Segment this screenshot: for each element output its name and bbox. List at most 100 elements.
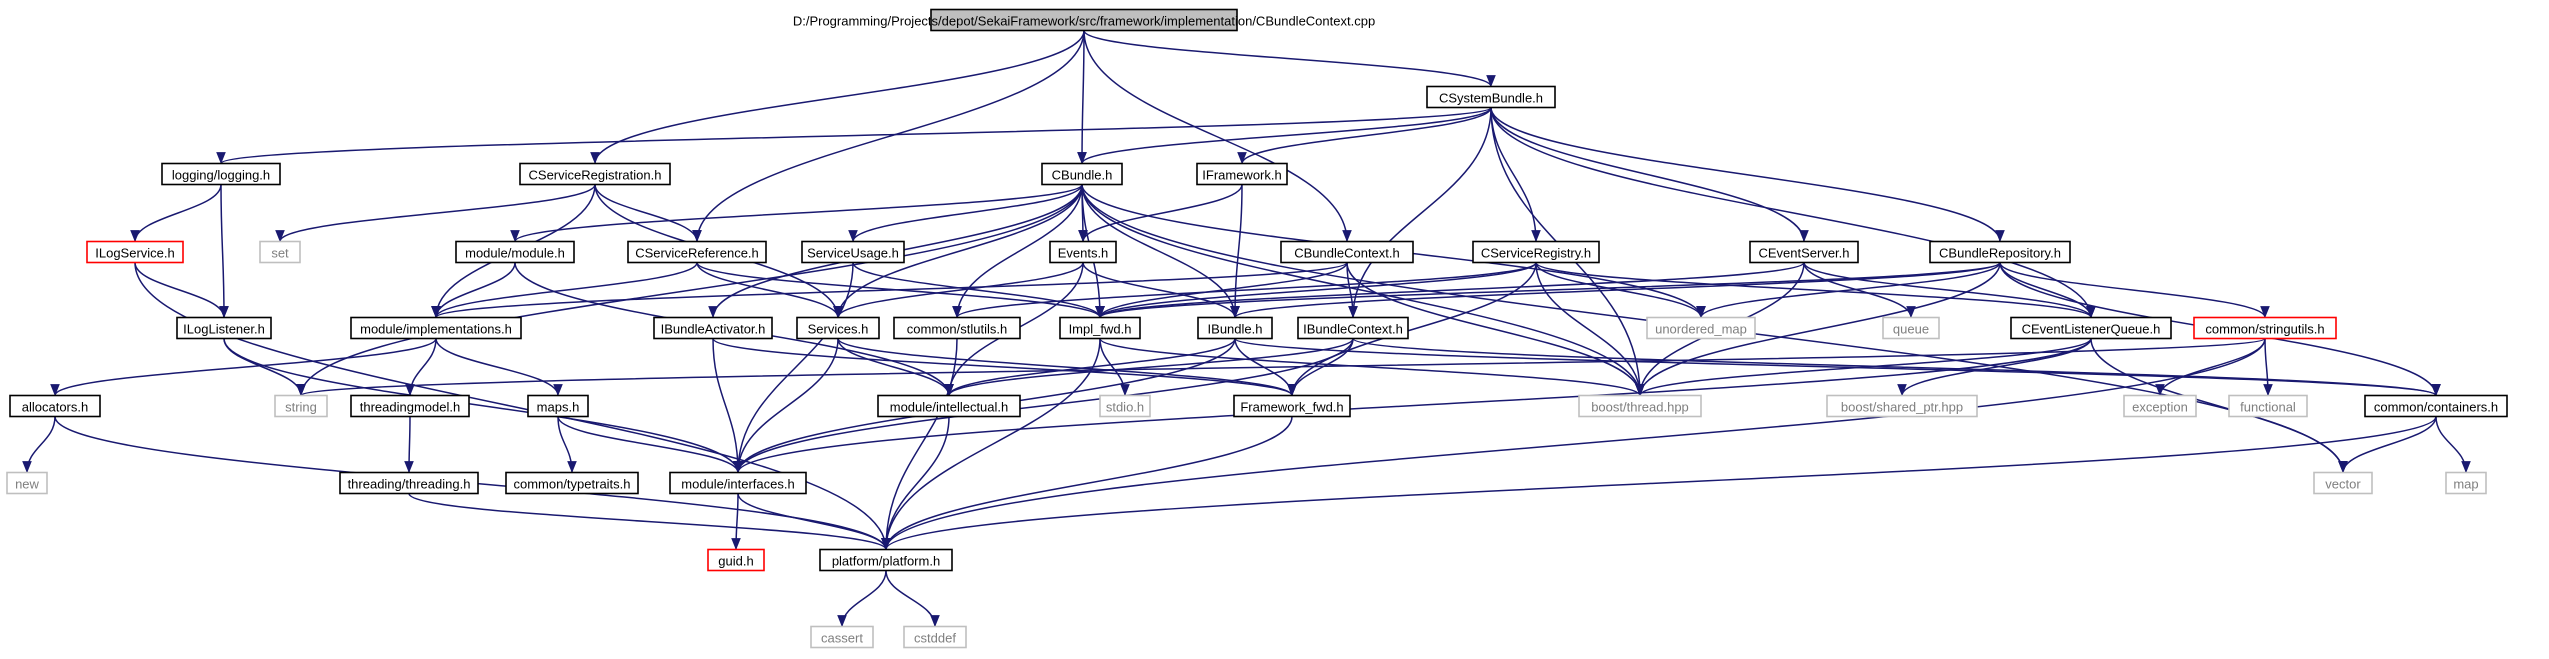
node-iframework[interactable]: IFramework.h bbox=[1196, 162, 1288, 186]
node-box-boostsharedptr bbox=[1826, 394, 1978, 418]
node-label-moduleinterfaces: module/interfaces.h bbox=[681, 477, 794, 492]
node-label-services: Services.h bbox=[808, 322, 869, 337]
node-frameworkfwd[interactable]: Framework_fwd.h bbox=[1233, 394, 1351, 418]
node-label-allocators: allocators.h bbox=[22, 400, 88, 415]
edge-cservicereference-to-moduleimplementations bbox=[431, 262, 698, 319]
node-box-queue bbox=[1882, 316, 1940, 340]
edge-cbundlerepository-to-implfwd bbox=[1095, 261, 2001, 319]
edge-root-to-cbundlecontexth bbox=[1083, 30, 1352, 243]
edge-commoncontainers-to-vector bbox=[2338, 416, 2437, 474]
edge-commonstringutils-to-functional bbox=[2263, 338, 2273, 397]
node-commontypetraits[interactable]: common/typetraits.h bbox=[505, 471, 639, 495]
node-commonstringutils[interactable]: common/stringutils.h bbox=[2193, 316, 2337, 340]
node-ibundleactivator[interactable]: IBundleActivator.h bbox=[653, 316, 773, 340]
node-cserviceregistry[interactable]: CServiceRegistry.h bbox=[1472, 240, 1600, 264]
edge-ibundleactivator-to-moduleinterfaces bbox=[712, 338, 743, 474]
node-platform[interactable]: platform/platform.h bbox=[819, 548, 953, 572]
node-box-events bbox=[1049, 240, 1117, 264]
node-cbundlecontexth[interactable]: CBundleContext.h bbox=[1280, 240, 1414, 264]
node-label-serviceusage: ServiceUsage.h bbox=[807, 246, 899, 261]
node-commoncontainers[interactable]: common/containers.h bbox=[2364, 394, 2508, 418]
node-label-guid: guid.h bbox=[718, 554, 753, 569]
node-label-cserviceregistration: CServiceRegistration.h bbox=[529, 168, 662, 183]
node-logging[interactable]: logging/logging.h bbox=[161, 162, 281, 186]
node-implfwd[interactable]: Impl_fwd.h bbox=[1059, 316, 1141, 340]
node-label-commoncontainers: common/containers.h bbox=[2374, 400, 2498, 415]
edge-ibundlecontext-to-moduleintellectual bbox=[944, 338, 1354, 397]
node-label-platform: platform/platform.h bbox=[832, 554, 940, 569]
node-guid[interactable]: guid.h bbox=[707, 548, 765, 572]
node-label-cservicereference: CServiceReference.h bbox=[635, 246, 759, 261]
node-label-cbundle: CBundle.h bbox=[1052, 168, 1113, 183]
node-label-ibundlecontext: IBundleContext.h bbox=[1303, 322, 1403, 337]
edge-cbundle-to-boostthread bbox=[1081, 184, 1645, 397]
node-modulemodule[interactable]: module/module.h bbox=[455, 240, 575, 264]
edge-ibundlecontext-to-moduleinterfaces bbox=[733, 338, 1354, 474]
node-ibundlecontext[interactable]: IBundleContext.h bbox=[1297, 316, 1409, 340]
node-moduleinterfaces[interactable]: module/interfaces.h bbox=[669, 471, 807, 495]
edge-cbundle-to-serviceusage bbox=[848, 184, 1083, 243]
node-csystembundle[interactable]: CSystemBundle.h bbox=[1426, 85, 1556, 109]
node-box-cbundlecontexth bbox=[1280, 240, 1414, 264]
node-box-new bbox=[6, 471, 48, 495]
edge-implfwd-to-boostthread bbox=[1099, 337, 1645, 397]
node-iloglistener[interactable]: ILogListener.h bbox=[176, 316, 272, 340]
node-box-commontypetraits bbox=[505, 471, 639, 495]
node-cservicereference[interactable]: CServiceReference.h bbox=[627, 240, 767, 264]
edge-csystembundle-to-ceventserver bbox=[1490, 107, 1809, 243]
edge-cservicereference-to-services bbox=[696, 262, 843, 319]
node-label-cserviceregistry: CServiceRegistry.h bbox=[1481, 246, 1591, 261]
node-threadingmodel[interactable]: threadingmodel.h bbox=[350, 394, 470, 418]
node-label-unorderedmap: unordered_map bbox=[1655, 322, 1747, 337]
node-moduleimplementations[interactable]: module/implementations.h bbox=[350, 316, 522, 340]
node-label-cstddef: cstddef bbox=[914, 631, 956, 646]
node-events[interactable]: Events.h bbox=[1049, 240, 1117, 264]
node-ceventlistenerqueue[interactable]: CEventListenerQueue.h bbox=[2010, 316, 2172, 340]
node-box-commonstringutils bbox=[2193, 316, 2337, 340]
node-threading[interactable]: threading/threading.h bbox=[339, 471, 479, 495]
edge-cserviceregistry-to-ceventlistenerqueue bbox=[1535, 261, 2096, 319]
node-root[interactable]: D:/Programming/Projects/depot/SekaiFrame… bbox=[793, 8, 1375, 32]
edge-cbundlerepository-to-ceventlistenerqueue bbox=[1999, 262, 2096, 319]
node-allocators[interactable]: allocators.h bbox=[9, 394, 101, 418]
node-ilogservice[interactable]: ILogService.h bbox=[86, 240, 184, 264]
edge-logging-to-ilogservice bbox=[130, 184, 222, 243]
node-cstddef: cstddef bbox=[903, 625, 967, 649]
node-box-iloglistener bbox=[176, 316, 272, 340]
node-label-threadingmodel: threadingmodel.h bbox=[360, 400, 460, 415]
node-ceventserver[interactable]: CEventServer.h bbox=[1749, 240, 1859, 264]
node-box-threadingmodel bbox=[350, 394, 470, 418]
edge-serviceusage-to-moduleinterfaces bbox=[733, 262, 854, 474]
node-box-threading bbox=[339, 471, 479, 495]
edge-csystembundle-to-logging bbox=[216, 106, 1492, 165]
node-box-cserviceregistration bbox=[519, 162, 671, 186]
node-box-platform bbox=[819, 548, 953, 572]
node-label-vector: vector bbox=[2325, 477, 2361, 492]
node-cbundlerepository[interactable]: CBundleRepository.h bbox=[1929, 240, 2071, 264]
node-serviceusage[interactable]: ServiceUsage.h bbox=[801, 240, 905, 264]
node-moduleintellectual[interactable]: module/intellectual.h bbox=[877, 394, 1021, 418]
node-box-ibundle bbox=[1197, 316, 1273, 340]
edge-ibundle-to-moduleintellectual bbox=[944, 338, 1236, 397]
edge-csystembundle-to-iframework bbox=[1237, 107, 1492, 165]
edge-iframework-to-events bbox=[1078, 184, 1243, 243]
node-label-new: new bbox=[15, 477, 39, 492]
edge-cbundlecontexth-to-moduleimplementations bbox=[431, 261, 1348, 319]
node-box-root bbox=[930, 8, 1238, 32]
node-cserviceregistration[interactable]: CServiceRegistration.h bbox=[519, 162, 671, 186]
edge-moduleimplementations-to-maps bbox=[435, 338, 563, 397]
node-box-functional bbox=[2228, 394, 2308, 418]
edge-ceventserver-to-ceventlistenerqueue bbox=[1803, 262, 2096, 319]
node-commonstlutils[interactable]: common/stlutils.h bbox=[893, 316, 1021, 340]
node-string: string bbox=[274, 394, 328, 418]
node-cbundle[interactable]: CBundle.h bbox=[1041, 162, 1123, 186]
node-layer: D:/Programming/Projects/depot/SekaiFrame… bbox=[6, 8, 2508, 649]
node-ibundle[interactable]: IBundle.h bbox=[1197, 316, 1273, 340]
node-services[interactable]: Services.h bbox=[796, 316, 880, 340]
node-label-logging: logging/logging.h bbox=[172, 168, 270, 183]
edge-csystembundle-to-cbundle bbox=[1077, 107, 1492, 165]
edge-allocators-to-new bbox=[22, 416, 56, 474]
edge-commonstlutils-to-platform bbox=[881, 338, 958, 551]
node-maps[interactable]: maps.h bbox=[527, 394, 589, 418]
